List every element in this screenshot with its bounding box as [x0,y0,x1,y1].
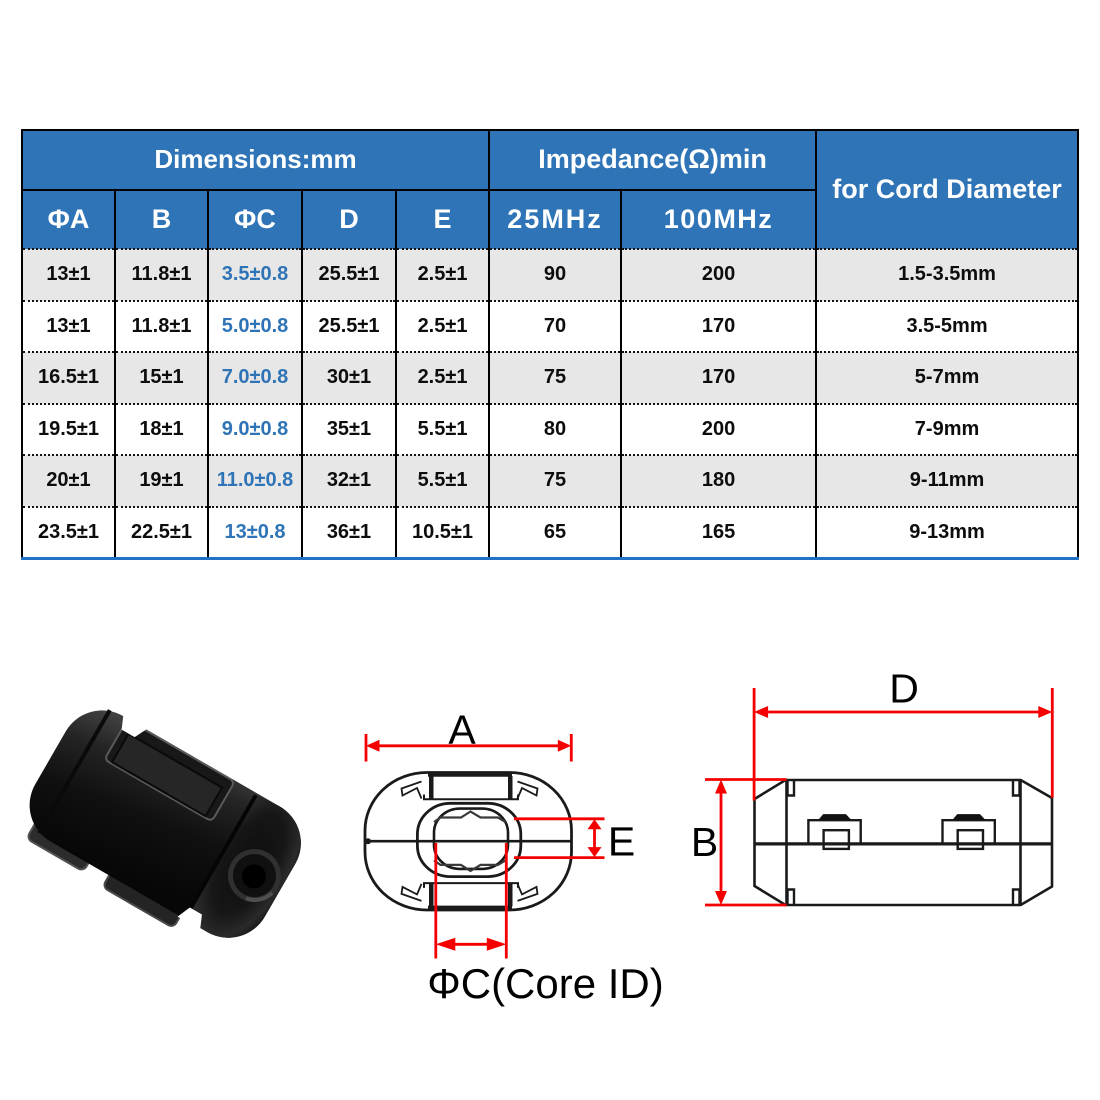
svg-text:A: A [448,707,476,753]
svg-text:D: D [889,666,919,712]
svg-text:ΦC(Core ID): ΦC(Core ID) [427,960,664,1007]
svg-text:B: B [691,819,718,865]
svg-text:E: E [608,819,635,865]
